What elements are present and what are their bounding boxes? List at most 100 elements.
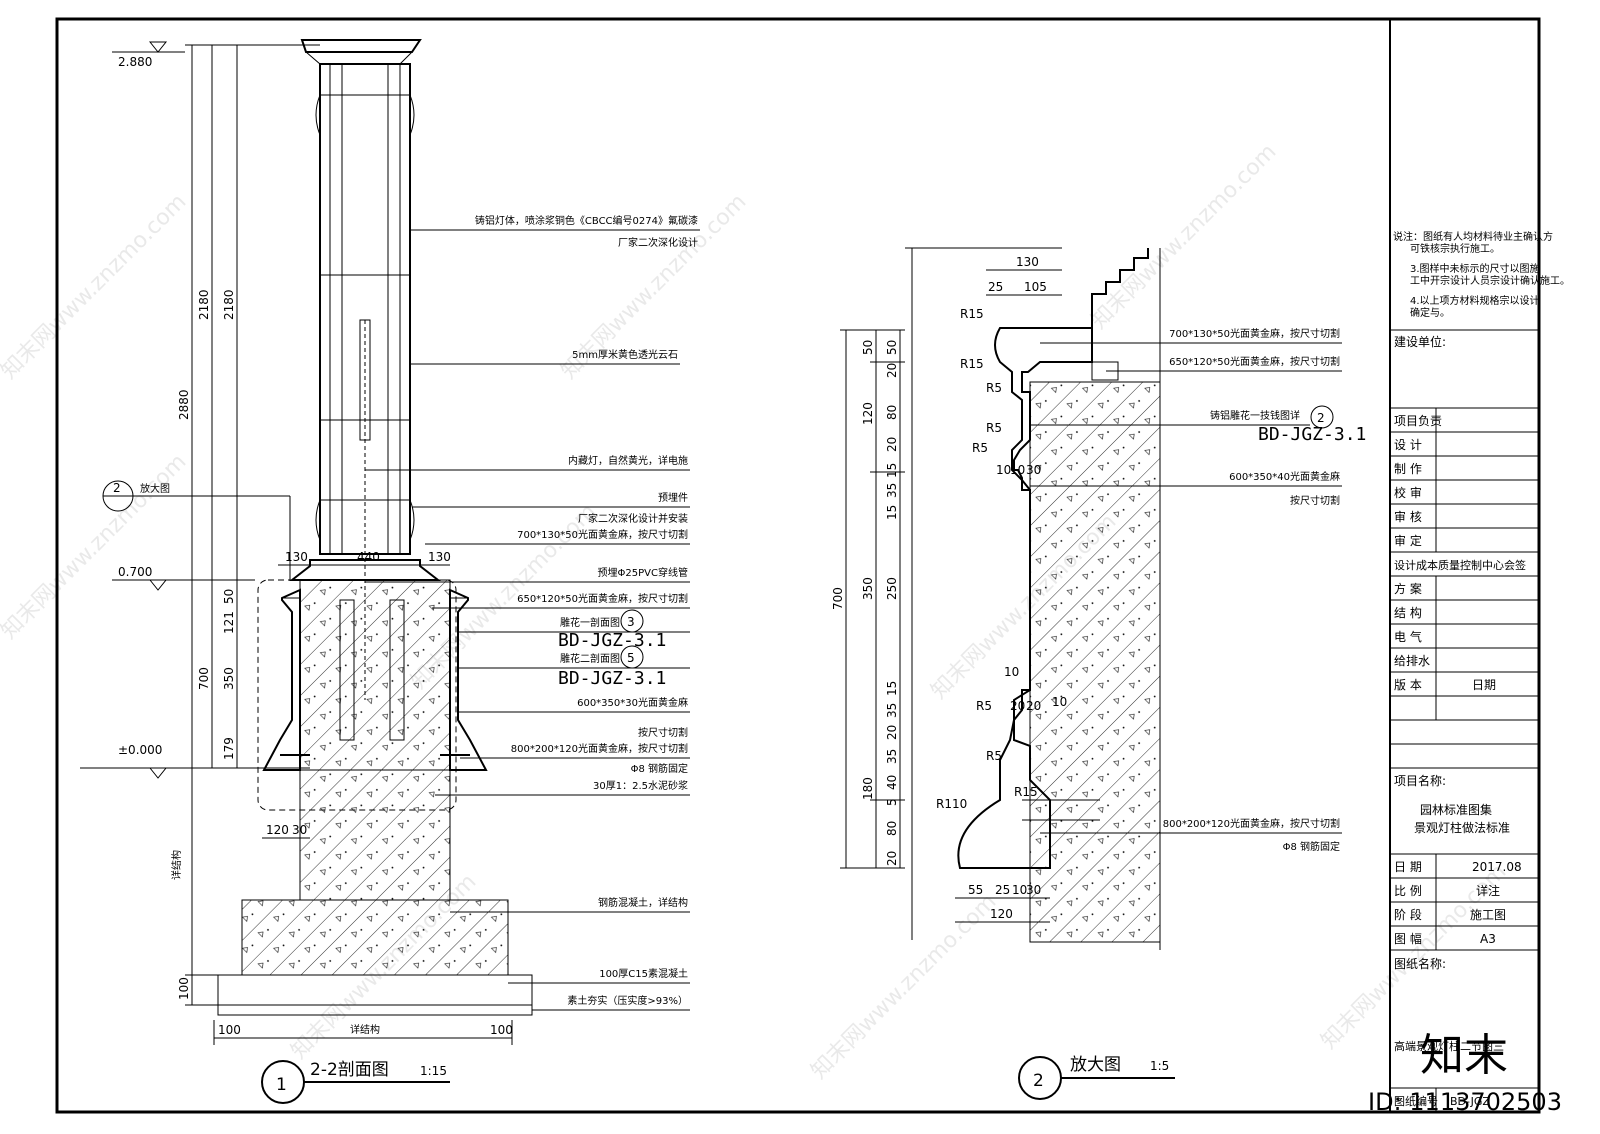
drawing-number-label: 图纸编号	[1394, 1094, 1438, 1108]
detail-callout-700: 700*130*50光面黄金麻，按尺寸切割	[1169, 327, 1340, 340]
callout-concrete: 钢筋混凝土，详结构	[598, 896, 688, 909]
dim-2180-a: 2180	[197, 289, 211, 320]
dim-121: 121	[222, 611, 236, 634]
detail-bottom-10: 10	[1012, 883, 1027, 897]
watermark: 知末网www.znzmo.com	[1087, 139, 1282, 334]
elevation-top: 2.880	[118, 55, 152, 69]
detail-inner-dim: 5	[885, 798, 899, 806]
dim-2880: 2880	[177, 389, 191, 420]
detail-dim-50: 50	[861, 340, 875, 355]
detail-ref-num: 2	[1317, 411, 1325, 425]
info-label: 比 例	[1394, 884, 1422, 898]
detail-inner-dim: 20	[885, 725, 899, 740]
detail-scale: 1:5	[1150, 1059, 1169, 1073]
project-label: 项目名称:	[1394, 773, 1446, 788]
ref-5-number: 5	[627, 651, 635, 665]
lamp-body	[319, 63, 411, 555]
dim-120: 120	[266, 823, 289, 837]
tb-row-label: 制 作	[1394, 462, 1422, 476]
callout-embed: 预埋件	[658, 492, 688, 504]
detail-stone-profile	[957, 327, 1093, 869]
tb-row2-label: 版 本	[1394, 678, 1422, 692]
watermark: 知末网www.znzmo.com	[0, 189, 191, 384]
detail-inner-dim: 15	[885, 681, 899, 696]
note-line: 3.图样中未标示的尺寸以图施	[1410, 262, 1540, 275]
info-value: A3	[1480, 932, 1496, 946]
radius-label: R5	[976, 699, 992, 713]
detail-ref-number: 2	[113, 481, 121, 495]
dim-130-left: 130	[285, 550, 308, 564]
callout-marble: 5mm厚米黄色透光云石	[572, 348, 678, 361]
detail-inner-dim: 15	[885, 505, 899, 520]
section-title: 2-2剖面图	[310, 1060, 389, 1080]
detail-bottom-25: 25	[995, 883, 1010, 897]
detail-ref-code: BD-JGZ-3.1	[1258, 424, 1366, 445]
detail-inner-dim: 15	[885, 463, 899, 478]
title-block: 说注：图纸有人均材料待业主确认方 可铁核宗执行施工。 3.图样中未标示的尺寸以图…	[1390, 230, 1570, 1112]
dim-100-left: 100	[218, 1023, 241, 1037]
section-view: 2.880 0.700 ±0.000 2180 2180 2880 50 121…	[80, 39, 700, 1104]
radius-label: R5	[986, 381, 1002, 395]
detail-bottom-120: 120	[990, 907, 1013, 921]
drawing-number: BD-JGZ	[1450, 1095, 1490, 1108]
radius-label: R15	[1014, 785, 1038, 799]
watermark-logo: 知末	[1420, 1030, 1508, 1081]
info-value: 详注	[1476, 883, 1500, 898]
tb-row-label: 审 定	[1394, 533, 1422, 548]
detail-callout-800: 800*200*120光面黄金麻，按尺寸切割	[1163, 817, 1340, 830]
detail-callout-rebar: Φ8 钢筋固定	[1283, 840, 1340, 853]
callout-mortar: 30厚1：2.5水泥砂浆	[593, 779, 688, 792]
client-label: 建设单位:	[1394, 334, 1446, 349]
ref-3-code: BD-JGZ-3.1	[558, 630, 666, 651]
dim-440: 440	[357, 550, 380, 564]
small-dim: 20	[1026, 699, 1041, 713]
callout-carving-1: 雕花一剖面图	[560, 616, 620, 629]
dim-30: 30	[292, 823, 307, 837]
callout-install: 厂家二次深化设计并安装	[578, 512, 688, 525]
radius-label: R5	[972, 441, 988, 455]
detail-inner-dim: 40	[885, 775, 899, 790]
radius-label: R5	[986, 421, 1002, 435]
callout-stone-650: 650*120*50光面黄金麻，按尺寸切割	[517, 592, 688, 605]
detail-inner-dim: 35	[885, 749, 899, 764]
detail-inner-dim: 50	[885, 340, 899, 355]
watermark: 知末网www.znzmo.com	[0, 449, 191, 644]
footing	[241, 899, 509, 976]
dim-100: 100	[177, 977, 191, 1000]
detail-dim-180: 180	[861, 777, 875, 800]
detail-dim-120: 120	[861, 402, 875, 425]
bottom-label: 详结构	[350, 1023, 380, 1036]
detail-dim-700: 700	[831, 587, 845, 610]
radius-label: R15	[960, 307, 984, 321]
tb-row-label: 设 计	[1394, 438, 1422, 452]
dim-100-right: 100	[490, 1023, 513, 1037]
radius-label: R110	[936, 797, 967, 811]
small-dim: 10	[996, 463, 1011, 477]
callout-c15: 100厚C15素混凝土	[599, 967, 688, 980]
tb-row2-label: 方 案	[1394, 581, 1422, 596]
note-line: 4.以上项方材料规格宗以设计	[1410, 294, 1540, 307]
tb-row-label: 校 审	[1394, 485, 1422, 500]
note-line: 说注：图纸有人均材料待业主确认方	[1393, 230, 1553, 243]
tb-row-label: 审 核	[1394, 509, 1422, 524]
small-dim: 30	[1026, 463, 1041, 477]
detail-number: 2	[1033, 1071, 1044, 1091]
drawing-name: 高端景观灯柱二节图三	[1394, 1039, 1504, 1053]
callout-stone-700: 700*130*50光面黄金麻，按尺寸切割	[517, 528, 688, 541]
dim-700: 700	[197, 667, 211, 690]
tb-row2-label: 给排水	[1394, 654, 1430, 668]
callout-stone-600: 600*350*30光面黄金麻	[577, 696, 688, 709]
radius-label: R5	[986, 749, 1002, 763]
tb-row2-value: 日期	[1472, 678, 1496, 692]
detail-inner-dim: 80	[885, 821, 899, 836]
detail-title: 放大图	[1070, 1055, 1121, 1075]
info-label: 图 幅	[1394, 931, 1422, 946]
ref-5-code: BD-JGZ-3.1	[558, 668, 666, 689]
detail-inner-dim: 80	[885, 405, 899, 420]
elevation-ground: ±0.000	[118, 743, 162, 757]
detail-top-25: 25	[988, 280, 1003, 294]
small-dim: 10	[1004, 665, 1019, 679]
detail-inner-dim: 20	[885, 363, 899, 378]
info-value: 2017.08	[1472, 860, 1522, 874]
